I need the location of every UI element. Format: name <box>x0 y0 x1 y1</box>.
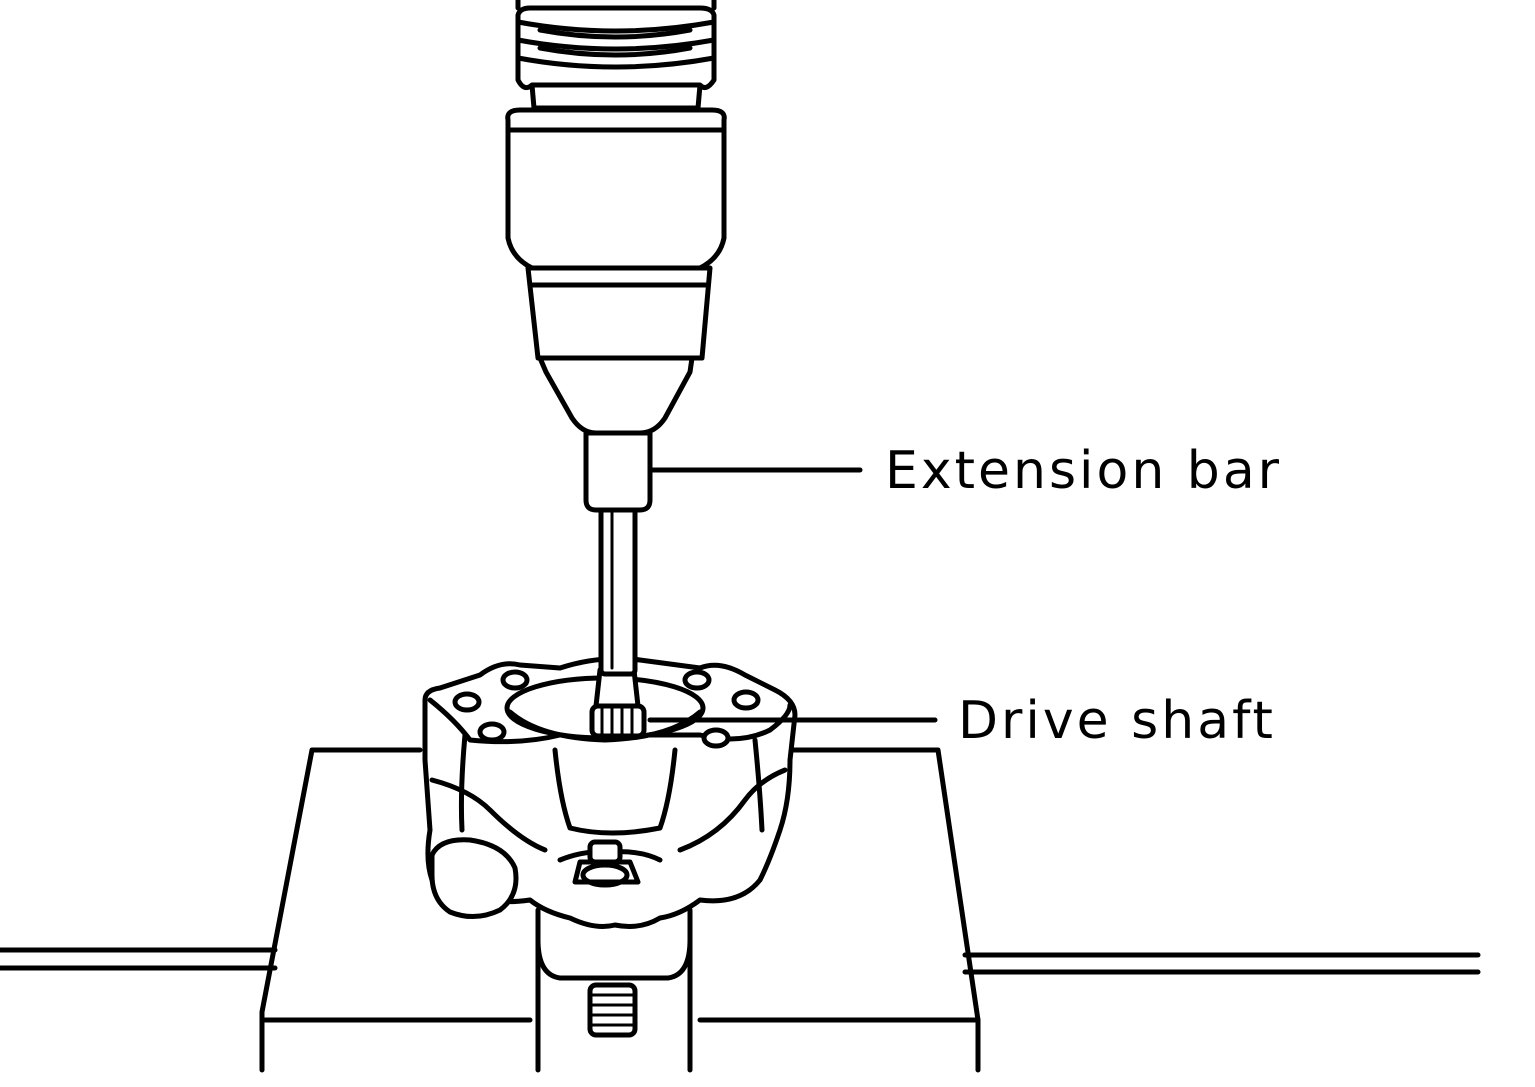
leader-lines <box>647 467 938 723</box>
drive-shaft <box>589 703 647 739</box>
label-drive-shaft: Drive shaft <box>958 691 1276 751</box>
label-extension-bar: Extension bar <box>885 441 1282 501</box>
lower-housing <box>535 907 693 1073</box>
bench-rails <box>0 947 1481 975</box>
vise-block <box>259 747 981 1073</box>
impact-driver <box>505 0 727 436</box>
extension-bar <box>583 430 653 677</box>
